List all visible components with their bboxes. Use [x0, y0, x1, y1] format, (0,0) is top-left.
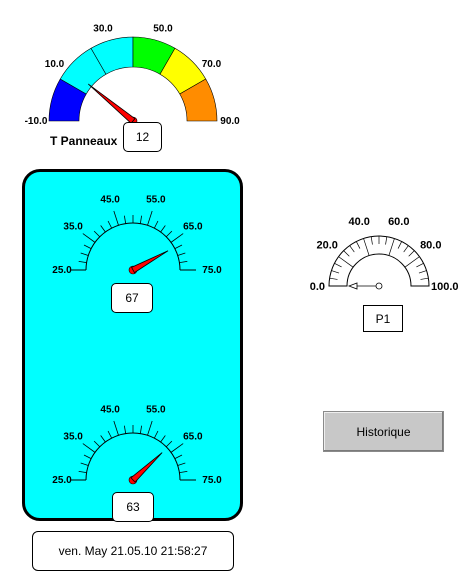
- gauge-tick: [82, 233, 96, 243]
- gauge-tick: [93, 440, 101, 448]
- gauge-band: [179, 78, 218, 122]
- needle-hub: [375, 282, 383, 290]
- tick-label: 45.0: [100, 405, 120, 416]
- gauge-tick: [329, 277, 338, 280]
- gauge-tick: [331, 270, 340, 274]
- tick-label: 35.0: [63, 432, 83, 443]
- gauge-tick: [113, 420, 119, 436]
- gauge-tick: [343, 250, 350, 257]
- gauge-tick: [403, 245, 409, 253]
- tick-label: 10.0: [45, 59, 65, 70]
- pump-gauge: 0.0 20.0 40.0 60.0 80.0 100.0: [310, 216, 459, 293]
- panel-temperature-value: 12: [123, 122, 162, 152]
- tick-label: 25.0: [52, 475, 72, 486]
- tick-label: 25.0: [52, 265, 72, 276]
- gauge-tick: [179, 471, 188, 474]
- gauge-tick: [177, 252, 186, 256]
- gauge-tick: [139, 425, 142, 434]
- gauge-tick: [174, 454, 183, 460]
- panel-needle: [88, 83, 136, 124]
- gauge-tick: [349, 245, 355, 253]
- gauge-tick: [338, 256, 354, 268]
- gauge-tick: [179, 261, 188, 264]
- tick-label: 65.0: [183, 222, 203, 233]
- gauge-tick: [174, 244, 183, 250]
- tick-label: 20.0: [317, 239, 338, 251]
- tick-label: 100.0: [431, 281, 459, 293]
- gauge-tick: [404, 256, 420, 268]
- gauge-tick: [147, 210, 153, 226]
- gauge-tick: [355, 241, 361, 249]
- panel-temperature-gauge: -10.0 10.0 30.0 50.0 70.0 90.0: [25, 24, 241, 127]
- gauge-tick: [100, 435, 106, 443]
- gauge-tick: [83, 454, 92, 460]
- gauge-tick: [153, 220, 159, 229]
- pump-label: P1: [363, 305, 403, 332]
- panel-temperature-label: T Panneaux: [50, 134, 118, 148]
- gauge-tick: [397, 241, 403, 249]
- gauge-tick: [80, 252, 89, 256]
- tank-bottom-temperature-gauge: 25.0 35.0 45.0 55.0 65.0 75.0: [52, 405, 222, 486]
- tank-bottom-needle: [130, 452, 163, 483]
- gauge-tick: [416, 262, 424, 268]
- gauge-tick: [80, 462, 89, 466]
- tick-label: 75.0: [202, 475, 222, 486]
- gauge-tick: [93, 230, 101, 238]
- tick-label: 55.0: [146, 405, 166, 416]
- gauge-tick: [78, 471, 87, 474]
- gauge-tick: [82, 443, 96, 453]
- gauge-arc: [85, 432, 181, 481]
- gauge-tick: [139, 215, 142, 224]
- gauge-tick: [388, 238, 395, 256]
- gauge-tick: [170, 443, 184, 453]
- gauge-tick: [107, 220, 113, 229]
- tick-label: 0.0: [310, 281, 325, 293]
- tick-label: 35.0: [63, 222, 83, 233]
- tick-label: 60.0: [388, 216, 409, 228]
- gauge-tick: [160, 435, 166, 443]
- gauge-tick: [177, 462, 186, 466]
- tick-label: 55.0: [146, 195, 166, 206]
- gauge-tick: [370, 236, 373, 245]
- gauge-tick: [418, 270, 427, 274]
- tick-label: 70.0: [202, 59, 222, 70]
- gauge-tick: [420, 277, 429, 280]
- pump-needle: [347, 282, 358, 290]
- datetime-display: ven. May 21.05.10 21:58:27: [32, 531, 234, 571]
- tick-label: 75.0: [202, 265, 222, 276]
- gauge-arc: [85, 222, 181, 271]
- tank-top-needle: [130, 250, 169, 274]
- gauge-tick: [124, 215, 127, 224]
- gauge-tick: [100, 225, 106, 233]
- tank-bottom-temperature-value: 63: [112, 492, 154, 522]
- tick-label: 45.0: [100, 195, 120, 206]
- gauge-tick: [147, 420, 153, 436]
- gauge-tick: [385, 236, 388, 245]
- gauge-tick: [170, 233, 184, 243]
- gauge-tick: [113, 210, 119, 226]
- gauge-tick: [334, 262, 342, 268]
- gauge-tick: [165, 230, 173, 238]
- tick-label: 50.0: [153, 24, 173, 35]
- tick-label: 90.0: [220, 116, 240, 127]
- tick-label: 40.0: [349, 216, 370, 228]
- tick-label: -10.0: [25, 116, 48, 127]
- gauge-tick: [363, 238, 370, 256]
- gauge-tick: [153, 430, 159, 439]
- historique-button[interactable]: Historique: [323, 411, 444, 452]
- tank-top-temperature-gauge: 25.0 35.0 45.0 55.0 65.0 75.0: [52, 195, 222, 276]
- tank-top-temperature-value: 67: [111, 283, 153, 313]
- gauge-tick: [408, 250, 415, 257]
- pump-gauge-band: [328, 235, 430, 287]
- gauge-tick: [165, 440, 173, 448]
- gauge-tick: [83, 244, 92, 250]
- gauge-tick: [78, 261, 87, 264]
- tick-label: 65.0: [183, 432, 203, 443]
- water-tank: [22, 169, 243, 521]
- gauge-tick: [107, 430, 113, 439]
- gauge-tick: [124, 425, 127, 434]
- tick-label: 80.0: [420, 239, 441, 251]
- tick-label: 30.0: [93, 24, 113, 35]
- gauge-tick: [160, 225, 166, 233]
